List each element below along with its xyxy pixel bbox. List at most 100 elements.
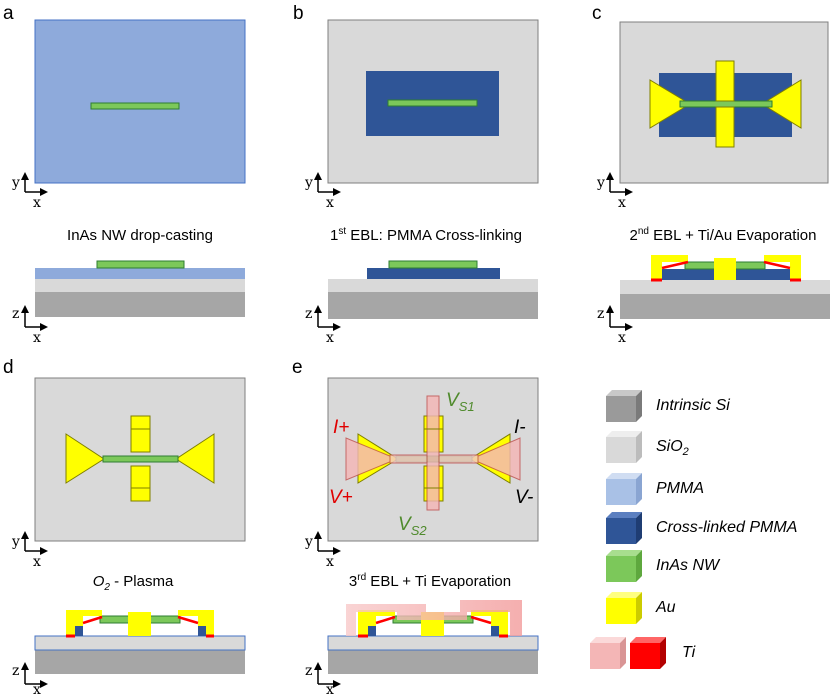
axis-label-x: x — [326, 554, 334, 570]
legend-swatch — [630, 643, 660, 669]
source-contact-triangle — [65, 433, 105, 484]
legend-item-intrinsic-si: Intrinsic Si — [606, 390, 730, 422]
axis-label-z: z — [12, 306, 19, 322]
axis-label-y: y — [11, 175, 20, 191]
cross-section-b — [328, 260, 538, 319]
nanowire — [387, 99, 478, 107]
legend-swatch — [606, 396, 636, 422]
legend-swatch — [606, 556, 636, 582]
legend-swatch — [606, 598, 636, 624]
panel-letter-d: d — [3, 357, 14, 378]
legend-label: Cross-linked PMMA — [656, 519, 797, 536]
legend-item-pmma: PMMA — [606, 473, 704, 505]
legend-label: InAs NW — [656, 557, 721, 574]
pmma-substrate-top — [34, 19, 246, 184]
axis-label-x: x — [33, 195, 41, 211]
caption-a: InAs NW drop-casting — [67, 227, 213, 244]
axis-label-x: x — [326, 195, 334, 211]
legend-swatch — [606, 479, 636, 505]
axis-label-x: x — [618, 195, 626, 211]
legend-item-ti: Ti — [590, 637, 696, 669]
cross-section-e — [327, 600, 539, 674]
pmma-leg — [198, 626, 206, 636]
legend-label: Ti — [682, 644, 696, 661]
nanowire-section — [388, 260, 478, 269]
nanowire-section — [96, 260, 185, 269]
legend-item-sio2: SiO2 — [606, 431, 689, 463]
caption-e: 3rd EBL + Ti Evaporation — [349, 572, 511, 590]
axes-zx-d: z x — [12, 662, 48, 695]
panel-d: d y x O2 - Plasma — [3, 357, 246, 695]
caption-c: 2nd EBL + Ti/Au Evaporation — [630, 226, 817, 244]
axis-label-y: y — [596, 175, 605, 191]
drain-contact-triangle — [175, 433, 215, 484]
sio2-layer — [620, 280, 830, 294]
axis-label-x: x — [33, 682, 41, 695]
axis-label-z: z — [305, 306, 312, 322]
sio2-layer — [328, 279, 538, 292]
side-probe-top — [715, 60, 735, 102]
sio2-layer — [34, 635, 246, 651]
axis-label-x: x — [618, 330, 626, 346]
panel-e: e I+ V+ I- V- VS1 VS2 y x 3rd — [292, 357, 539, 695]
axis-label-x: x — [33, 554, 41, 570]
axes-zx-e: z x — [305, 662, 341, 695]
legend-swatch — [606, 518, 636, 544]
panel-a: a y x InAs NW drop-casting z x — [3, 3, 246, 346]
axes-zx-c: z x — [597, 305, 633, 346]
drain-contact-triangle — [761, 79, 802, 129]
crosslinked-pmma-layer — [367, 268, 500, 279]
axis-label-y: y — [304, 534, 313, 550]
axes-xy-d: y x — [11, 531, 48, 570]
pmma-leg — [75, 626, 83, 636]
sio2-layer — [35, 279, 245, 292]
nanowire — [90, 102, 180, 110]
source-contact-triangle — [649, 79, 691, 129]
axis-label-x: x — [326, 330, 334, 346]
axis-label-z: z — [305, 663, 312, 679]
terminal-vs1: VS1 — [446, 390, 475, 414]
au-probe-middle — [714, 258, 736, 280]
terminal-i-minus: I- — [514, 417, 526, 438]
axis-label-y: y — [304, 175, 313, 191]
legend-item-crosslinked-pmma: Cross-linked PMMA — [606, 512, 797, 544]
terminal-v-minus: V- — [515, 487, 533, 508]
si-layer — [620, 294, 830, 319]
au-probe-middle — [128, 612, 151, 636]
axis-label-x: x — [326, 682, 334, 695]
caption-d: O2 - Plasma — [93, 573, 174, 593]
side-probe-bottom — [130, 465, 151, 502]
si-layer — [328, 292, 538, 319]
legend-swatch — [606, 437, 636, 463]
caption-b: 1st EBL: PMMA Cross-linking — [330, 226, 522, 244]
terminal-vs2: VS2 — [398, 514, 427, 538]
legend-swatch-light — [590, 643, 620, 669]
panel-letter-b: b — [293, 3, 304, 24]
si-layer — [35, 650, 245, 674]
terminal-i-plus: I+ — [333, 417, 349, 438]
panel-letter-a: a — [3, 3, 14, 24]
cross-section-a — [35, 260, 245, 317]
panel-c: c y x 2nd EBL + Ti/Au Evaporation — [592, 3, 830, 346]
axis-label-z: z — [597, 306, 604, 322]
axis-label-y: y — [11, 534, 20, 550]
axes-zx-a: z x — [12, 305, 48, 346]
side-probe-bottom — [715, 106, 735, 148]
cross-section-d — [34, 610, 246, 674]
panel-letter-c: c — [592, 3, 602, 24]
au-contact-left — [651, 255, 688, 280]
axes-xy-c: y x — [596, 172, 633, 211]
legend: Intrinsic Si SiO2 PMMA Cross-linked PMMA — [590, 390, 797, 669]
axis-label-z: z — [12, 663, 19, 679]
legend-item-inas-nw: InAs NW — [606, 550, 721, 582]
ti-layer-section — [346, 600, 522, 636]
panel-b: b y x 1st EBL: PMMA Cross-linking z x — [293, 3, 539, 346]
nanowire — [679, 100, 773, 108]
au-contact-right — [764, 255, 801, 280]
panel-letter-e: e — [292, 357, 303, 378]
side-probe-top — [130, 415, 151, 453]
sio2-layer — [327, 635, 539, 651]
si-layer — [35, 292, 245, 317]
axes-xy-e: y x — [304, 531, 341, 570]
